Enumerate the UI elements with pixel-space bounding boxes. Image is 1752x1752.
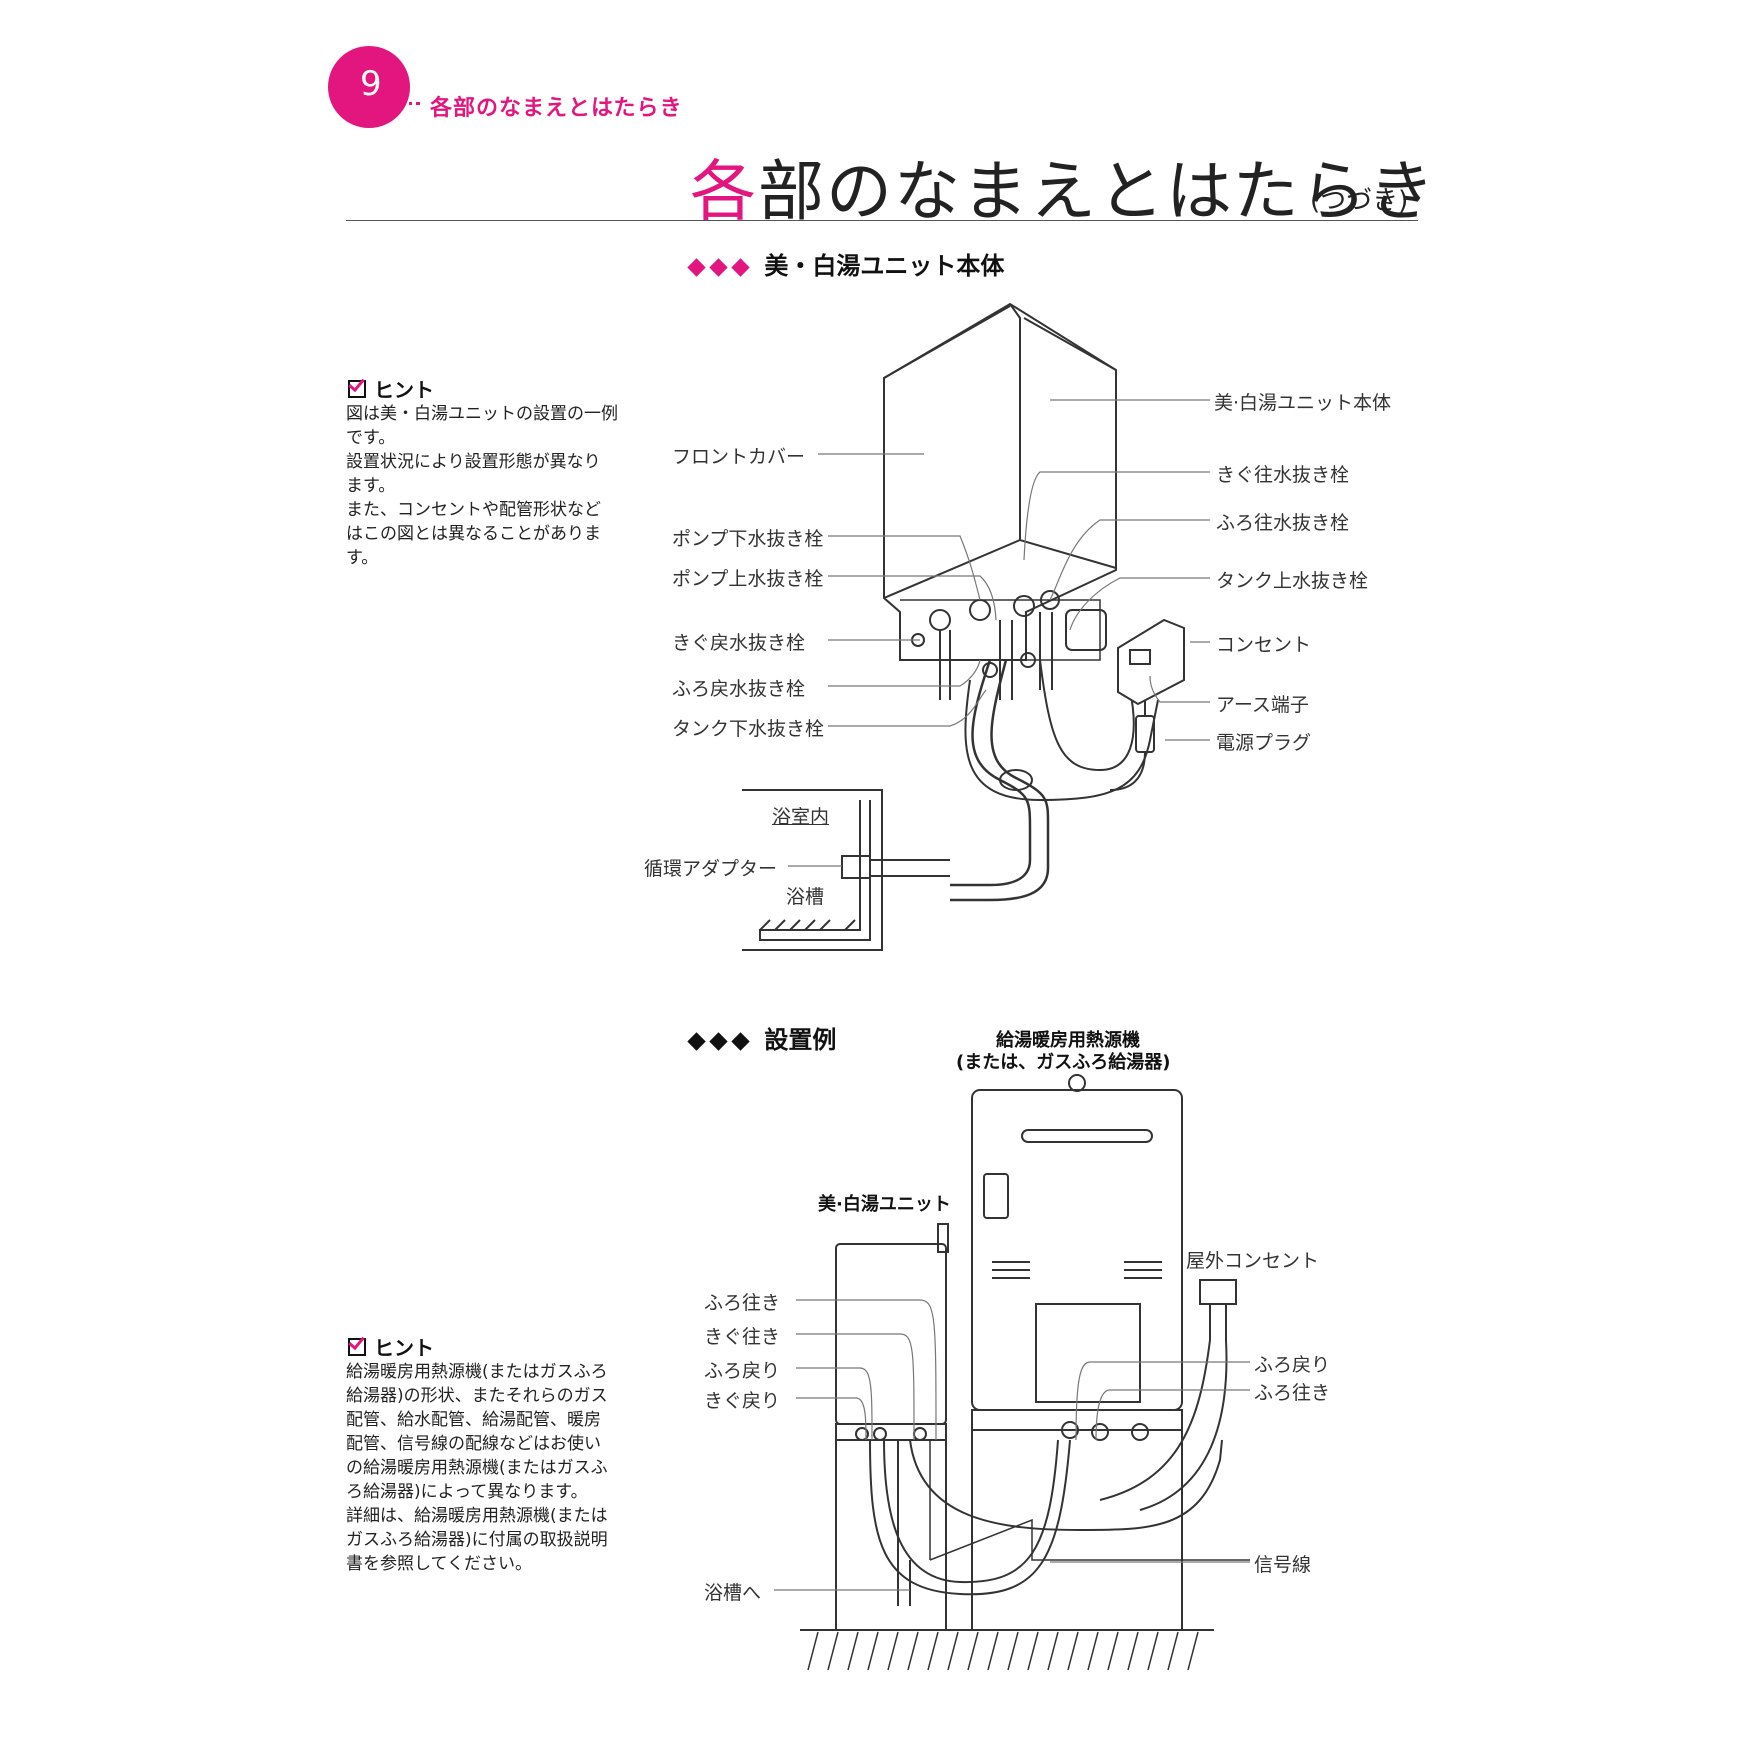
hint1-text: 図は美・白湯ユニットの設置の一例 です。 設置状況により設置形態が異なり ます。… — [346, 404, 618, 568]
label-power-plug: 電源プラグ — [1216, 732, 1312, 754]
label-unit-body: 美·白湯ユニット本体 — [1214, 392, 1392, 414]
heater-title-1: 給湯暖房用熱源機 — [996, 1030, 1140, 1051]
label-bathtub: 浴槽 — [786, 886, 825, 908]
label-signal-line: 信号線 — [1254, 1554, 1312, 1576]
page-number-badge — [328, 46, 410, 128]
section1-heading: 美・白湯ユニット本体 — [687, 246, 1004, 281]
unit-body-illustration — [883, 302, 1185, 902]
page-title: 各部のなまえとはたらき — [690, 138, 1437, 234]
label-outdoor-outlet: 屋外コンセント — [1186, 1250, 1320, 1272]
bathroom-wall-illustration — [742, 789, 950, 951]
label-pump-lower-drain: ポンプ下水抜き栓 — [672, 528, 824, 550]
label-circulation-adapter: 循環アダプター — [644, 858, 778, 880]
label-kigu-out-drain: きぐ往水抜き栓 — [1216, 464, 1350, 486]
checkbox-icon — [348, 380, 366, 398]
section2-heading: 設置例 — [687, 1020, 836, 1055]
page-number: 9 — [360, 64, 382, 104]
label-furo-out-left: ふろ往き — [704, 1292, 781, 1314]
hint2-title: ヒント — [348, 1332, 434, 1361]
label-kigu-out-left: きぐ往き — [704, 1326, 781, 1348]
label-front-cover: フロントカバー — [672, 446, 806, 468]
label-kigu-return-drain: きぐ戻水抜き栓 — [672, 632, 806, 654]
title-rule — [346, 220, 1418, 221]
label-tank-upper-drain: タンク上水抜き栓 — [1216, 570, 1369, 592]
label-bathroom-inside: 浴室内 — [772, 806, 830, 828]
diamond-icon — [709, 1031, 728, 1051]
heater-title-2: (または、ガスふろ給湯器) — [956, 1052, 1171, 1073]
title-suffix: (つづき) — [1310, 186, 1409, 216]
ground-hatch — [800, 1629, 1214, 1671]
label-tank-lower-drain: タンク下水抜き栓 — [672, 718, 825, 740]
leader-lines — [774, 399, 1250, 1591]
hint2-text: 給湯暖房用熱源機(またはガスふろ 給湯器)の形状、またそれらのガス 配管、給水配… — [346, 1362, 608, 1574]
heater-illustration — [971, 1074, 1183, 1630]
label-outlet: コンセント — [1216, 634, 1312, 656]
diamond-icon — [731, 1031, 750, 1051]
label-kigu-return-left: きぐ戻り — [704, 1390, 781, 1412]
label-furo-return-right: ふろ戻り — [1254, 1354, 1331, 1376]
section-name: 各部のなまえとはたらき — [430, 96, 683, 121]
label-furo-return-left: ふろ戻り — [704, 1360, 781, 1382]
title-rest: 部のなまえとはたらき — [758, 153, 1437, 230]
dotted-leader — [366, 102, 420, 105]
hint1-title: ヒント — [348, 374, 434, 403]
label-pump-upper-drain: ポンプ上水抜き栓 — [672, 568, 824, 590]
title-first-char: 各 — [690, 153, 758, 230]
label-furo-return-drain: ふろ戻水抜き栓 — [672, 678, 806, 700]
checkbox-icon — [348, 1338, 366, 1356]
unit-title: 美·白湯ユニット — [818, 1194, 951, 1215]
label-furo-out-right: ふろ往き — [1254, 1382, 1331, 1404]
label-furo-out-drain: ふろ往水抜き栓 — [1216, 512, 1350, 534]
label-to-bathtub: 浴槽へ — [704, 1582, 762, 1604]
diamond-icon — [687, 1031, 706, 1051]
label-earth-terminal: アース端子 — [1216, 694, 1309, 716]
